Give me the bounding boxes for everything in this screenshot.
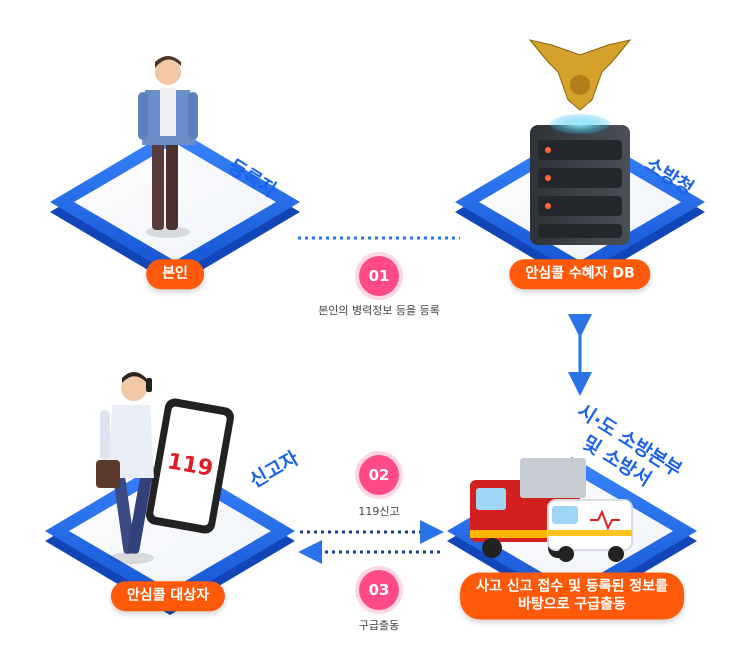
step-01-text: 본인의 병력정보 등을 등록 — [318, 304, 440, 317]
step-03-text: 구급출동 — [358, 619, 400, 632]
label-local-hq: 사고 신고 접수 및 등록된 정보를 바탕으로 구급출동 — [460, 572, 684, 620]
label-registrant: 본인 — [146, 259, 204, 289]
step-03-badge: 03 — [359, 570, 399, 610]
ambulance-icon — [547, 499, 633, 562]
server-db-icon — [528, 39, 632, 245]
person-reporter-icon: 119 — [96, 372, 234, 564]
fire-truck-icon — [470, 458, 586, 558]
step-02-text: 119신고 — [358, 505, 400, 518]
label-fire-agency-db: 안심콜 수혜자 DB — [509, 259, 651, 289]
step-02-badge: 02 — [359, 455, 399, 495]
label-reporter: 안심콜 대상자 — [110, 581, 226, 611]
person-registrant-icon — [138, 56, 198, 238]
step-01-badge: 01 — [359, 256, 399, 296]
